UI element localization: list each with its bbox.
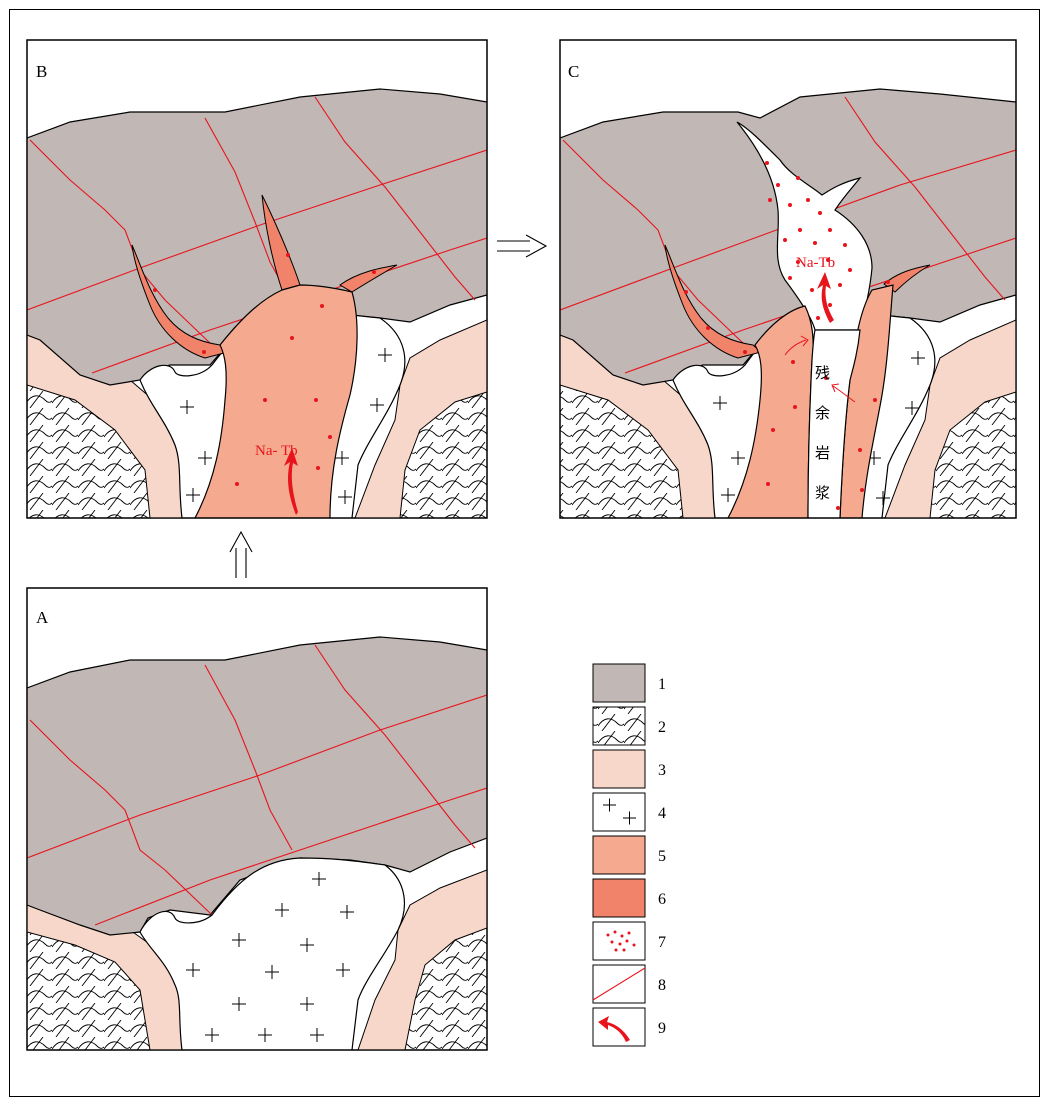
legend-swatch-4	[592, 792, 646, 832]
residual-channel-c	[807, 329, 861, 518]
residual-char-2: 余	[815, 404, 830, 422]
red-arrow-b	[284, 448, 298, 515]
residual-char-4: 浆	[815, 484, 830, 502]
legend-swatch-5	[592, 835, 646, 875]
panel-b-label: B	[36, 62, 47, 81]
granite-crosses-a	[186, 872, 354, 1042]
panel-b: Na- Tb B	[26, 39, 488, 519]
panel-a: A	[26, 587, 488, 1051]
pink-layer-right-c	[884, 319, 1016, 518]
legend-swatch-1	[592, 663, 646, 703]
legend-swatch-2	[592, 706, 646, 746]
legend-num-4: 4	[658, 805, 666, 822]
panel-c: Na-Tb 残 余 岩 浆 C	[559, 39, 1017, 519]
legend-num-5: 5	[658, 848, 666, 865]
legend: 1 2 3 4 5 6 7 8 9	[592, 663, 666, 1047]
legend-num-8: 8	[658, 977, 666, 994]
granite-crosses-b	[180, 348, 392, 504]
vein-right-b	[339, 264, 398, 293]
legend-num-2: 2	[658, 719, 666, 736]
legend-swatch-7	[592, 921, 646, 961]
arrow-b-to-c	[497, 234, 548, 258]
granite-body-a	[139, 857, 406, 1050]
residual-char-1: 残	[815, 364, 830, 382]
legend-num-7: 7	[658, 934, 666, 951]
dots-b	[153, 253, 376, 486]
residual-cavity-c	[736, 121, 873, 331]
legend-num-3: 3	[658, 762, 666, 779]
legend-swatch-8	[592, 964, 646, 1004]
dots-c	[684, 161, 890, 510]
natb-label-c: Na-Tb	[796, 255, 835, 271]
panel-a-label: A	[36, 608, 49, 627]
legend-swatch-6	[592, 878, 646, 918]
pink-layer-right	[357, 869, 487, 1050]
legend-swatch-3	[592, 749, 646, 789]
legend-num-1: 1	[658, 676, 666, 693]
hollow-arrows-c	[784, 335, 856, 403]
arrow-a-to-b	[229, 530, 253, 578]
natb-label-b: Na- Tb	[255, 443, 298, 459]
fractures-a	[27, 644, 487, 926]
legend-num-6: 6	[658, 891, 666, 908]
residual-char-3: 岩	[815, 444, 830, 462]
red-arrow-c	[817, 272, 834, 323]
figure-frame	[9, 9, 1040, 1097]
legend-num-9: 9	[658, 1020, 666, 1037]
natb-body-b	[194, 284, 358, 518]
legend-swatch-9	[592, 1007, 646, 1047]
pink-layer-right-b	[354, 319, 487, 518]
panel-c-label: C	[568, 62, 579, 81]
